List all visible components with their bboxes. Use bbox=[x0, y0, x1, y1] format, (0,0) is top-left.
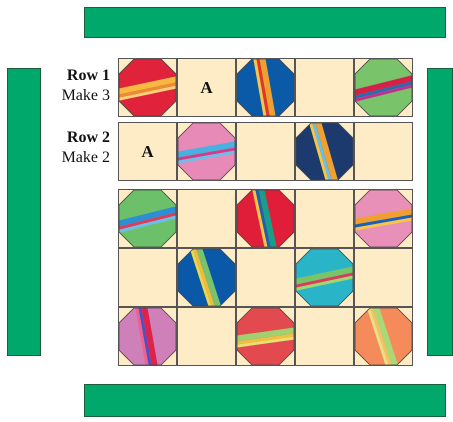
quilt-block-octagon bbox=[354, 189, 413, 248]
octagon-fabric-shape bbox=[237, 190, 295, 248]
quilt-block-plain bbox=[177, 307, 236, 366]
quilt-block-octagon bbox=[295, 248, 354, 307]
quilt-block-a: A bbox=[118, 122, 177, 181]
top-border-strip bbox=[84, 7, 446, 38]
octagon-fabric-shape bbox=[296, 123, 354, 181]
bottom-border-strip bbox=[84, 384, 446, 417]
octagon-fabric-shape bbox=[355, 308, 413, 366]
quilt-block-octagon bbox=[354, 58, 413, 117]
row-2-label: Row 2 Make 2 bbox=[40, 128, 110, 168]
left-border-strip bbox=[7, 68, 41, 356]
quilt-block-octagon bbox=[236, 189, 295, 248]
quilt-block-octagon bbox=[177, 248, 236, 307]
row-1-title: Row 1 bbox=[40, 66, 110, 86]
octagon-fabric-shape bbox=[178, 249, 236, 307]
quilt-block-plain bbox=[295, 189, 354, 248]
right-border-strip bbox=[427, 68, 453, 356]
octagon-fabric-shape bbox=[355, 59, 413, 117]
block-letter-label: A bbox=[119, 123, 176, 180]
quilt-block-octagon bbox=[118, 307, 177, 366]
quilt-block-octagon bbox=[118, 58, 177, 117]
quilt-block-plain bbox=[118, 248, 177, 307]
row-1-label: Row 1 Make 3 bbox=[40, 66, 110, 106]
quilt-block-plain bbox=[177, 189, 236, 248]
quilt-block-plain bbox=[354, 248, 413, 307]
octagon-fabric-shape bbox=[296, 249, 354, 307]
row-2-title: Row 2 bbox=[40, 128, 110, 148]
quilt-block-plain bbox=[295, 307, 354, 366]
quilt-block-plain bbox=[295, 58, 354, 117]
quilt-block-octagon bbox=[236, 307, 295, 366]
row-1-subtitle: Make 3 bbox=[40, 86, 110, 106]
row-2-subtitle: Make 2 bbox=[40, 148, 110, 168]
quilt-block-plain bbox=[354, 122, 413, 181]
quilt-block-plain bbox=[236, 248, 295, 307]
block-letter-label: A bbox=[178, 59, 235, 116]
quilt-block-octagon bbox=[236, 58, 295, 117]
quilt-block-octagon bbox=[177, 122, 236, 181]
octagon-fabric-shape bbox=[119, 190, 177, 248]
quilt-block-octagon bbox=[295, 122, 354, 181]
quilt-block-octagon bbox=[118, 189, 177, 248]
octagon-fabric-shape bbox=[237, 59, 295, 117]
quilt-block-a: A bbox=[177, 58, 236, 117]
quilt-block-octagon bbox=[354, 307, 413, 366]
octagon-fabric-shape bbox=[178, 123, 236, 181]
octagon-fabric-shape bbox=[237, 308, 295, 366]
octagon-fabric-shape bbox=[119, 59, 177, 117]
octagon-fabric-shape bbox=[355, 190, 413, 248]
octagon-fabric-shape bbox=[119, 308, 177, 366]
quilt-block-plain bbox=[236, 122, 295, 181]
